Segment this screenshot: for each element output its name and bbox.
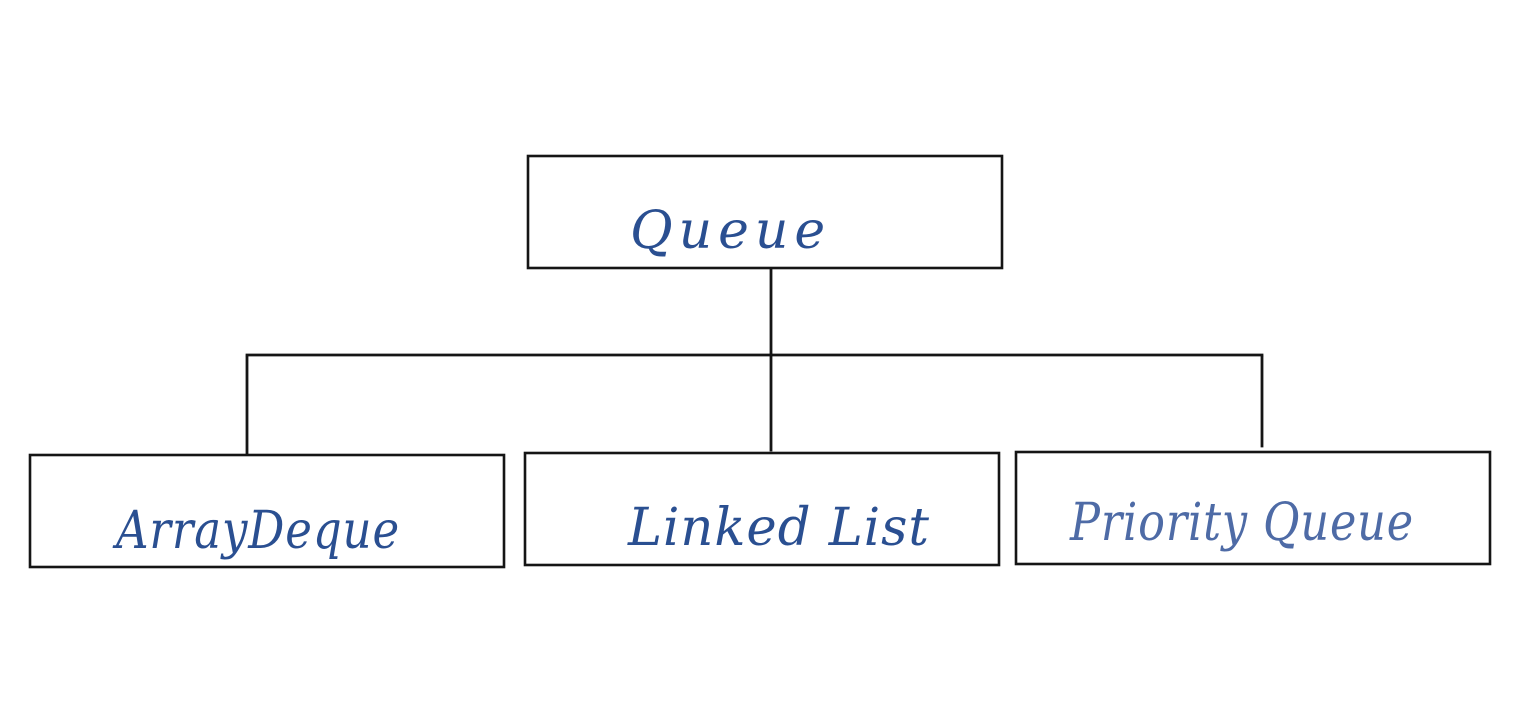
node-queue: Queue [526, 154, 1004, 270]
node-queue-box [526, 154, 1004, 270]
node-arraydeque-box [28, 453, 506, 569]
node-priorityqueue-box [1014, 450, 1492, 566]
node-priorityqueue-label: Priority Queue [1069, 493, 1414, 553]
node-linkedlist-label: Linked List [627, 498, 930, 558]
node-arraydeque: ArrayDeque [28, 453, 506, 569]
node-arraydeque-label: ArrayDeque [113, 501, 400, 561]
node-priorityqueue: Priority Queue [1014, 450, 1492, 566]
connector-lines [245, 267, 1264, 456]
node-queue-label: Queue [630, 201, 831, 261]
node-linkedlist-box [523, 451, 1001, 567]
node-linkedlist: Linked List [523, 451, 1001, 567]
